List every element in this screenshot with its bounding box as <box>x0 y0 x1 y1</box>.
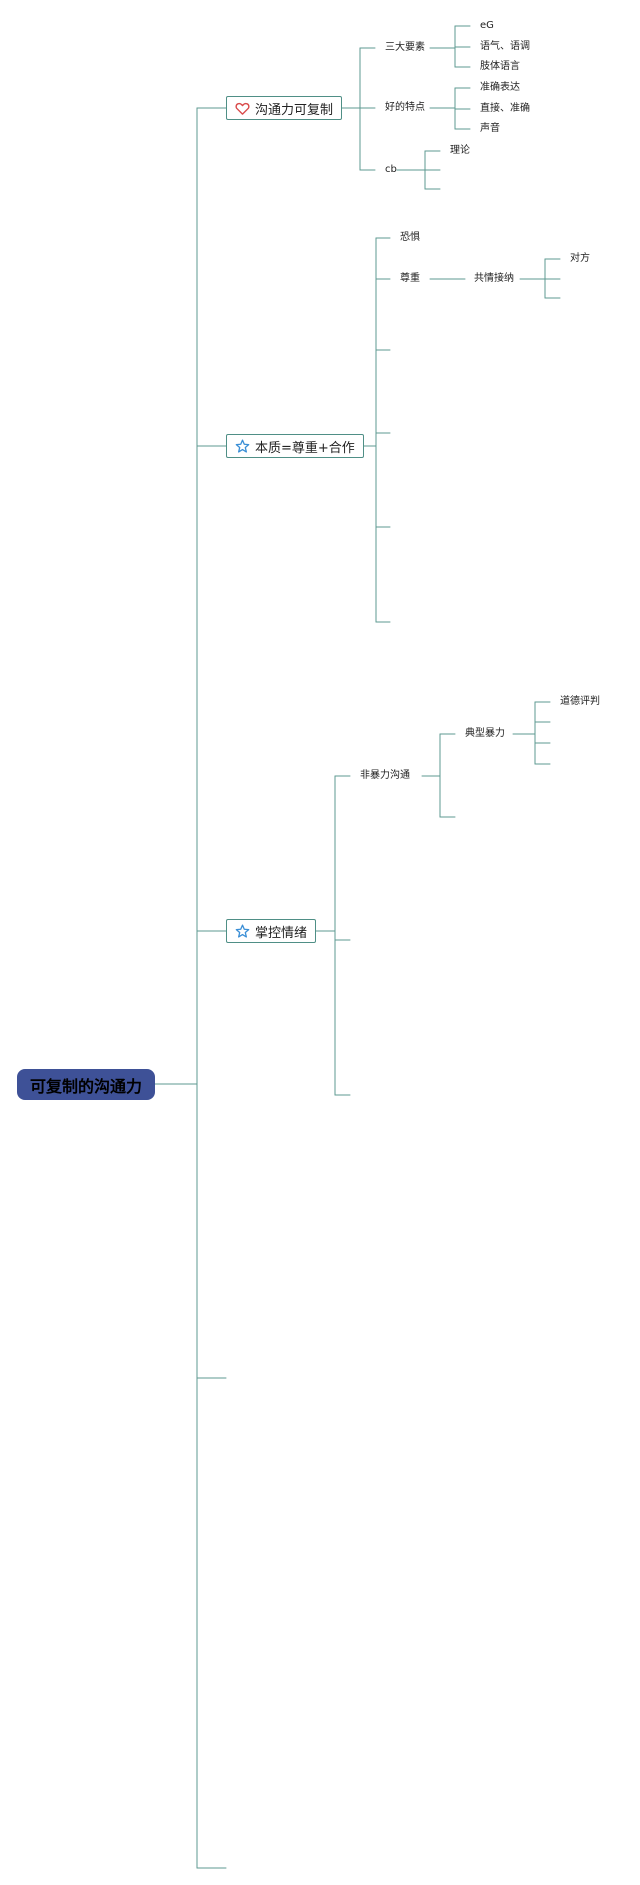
topic-voice[interactable]: 声音 <box>480 123 500 134</box>
topic-direct-accurate[interactable]: 直接、准确 <box>480 103 530 114</box>
topic-empathy[interactable]: 共情接纳 <box>474 273 514 284</box>
topic-tone[interactable]: 语气、语调 <box>480 41 530 52</box>
topic-cb[interactable]: cb <box>385 164 397 175</box>
branch-node-communication-copyable[interactable]: 沟通力可复制 <box>226 96 343 120</box>
topic-fear[interactable]: 恐惧 <box>400 232 420 243</box>
topic-the-other-party[interactable]: 对方 <box>570 253 590 264</box>
star-icon <box>235 438 250 453</box>
topic-respect[interactable]: 尊重 <box>400 273 420 284</box>
topic-eg[interactable]: eG <box>480 20 494 31</box>
topic-three-elements[interactable]: 三大要素 <box>385 42 425 53</box>
topic-nonviolent-communication[interactable]: 非暴力沟通 <box>360 770 410 781</box>
topic-accurate-expression[interactable]: 准确表达 <box>480 82 520 93</box>
branch-node-control-emotions[interactable]: 掌控情绪 <box>226 919 317 943</box>
star-icon <box>235 923 250 938</box>
topic-body-language[interactable]: 肢体语言 <box>480 61 520 72</box>
root-label: 可复制的沟通力 <box>29 1076 142 1096</box>
topic-moral-judgment[interactable]: 道德评判 <box>560 696 600 707</box>
topic-theory[interactable]: 理论 <box>450 145 470 156</box>
branch-label: 掌控情绪 <box>255 925 308 941</box>
topic-good-traits[interactable]: 好的特点 <box>385 102 425 113</box>
branch-node-essence[interactable]: 本质=尊重+合作 <box>226 434 364 458</box>
branch-label: 沟通力可复制 <box>255 102 334 118</box>
root-node[interactable]: 可复制的沟通力 <box>17 1069 155 1100</box>
topic-typical-violence[interactable]: 典型暴力 <box>465 728 505 739</box>
heart-icon <box>235 102 250 115</box>
branch-label: 本质=尊重+合作 <box>255 440 355 456</box>
